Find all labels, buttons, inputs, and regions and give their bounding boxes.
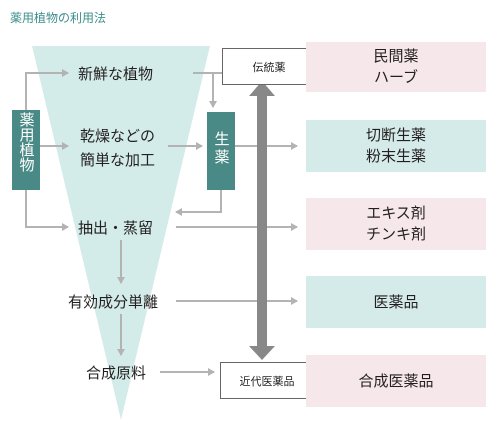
double-arrow xyxy=(249,81,275,360)
step-fresh: 新鮮な植物 xyxy=(78,65,154,83)
source-box xyxy=(12,110,40,190)
output-line2: ハーブ xyxy=(373,68,419,86)
herbal-label: 生薬 xyxy=(207,131,235,167)
source-label: 薬用植物 xyxy=(12,112,40,172)
output-line1: 民間薬 xyxy=(373,47,419,65)
modern-medicine-label: 近代医薬品 xyxy=(239,374,295,388)
step-synth: 合成原料 xyxy=(86,364,147,382)
output-line1: 医薬品 xyxy=(373,292,419,311)
herbal-to-extract xyxy=(175,190,222,216)
output-cut-powder: 切断生薬 粉末生薬 xyxy=(306,120,486,172)
output-line2: 粉末生薬 xyxy=(365,147,426,165)
source-connectors xyxy=(25,69,69,231)
extract-connectors xyxy=(117,223,298,284)
output-synthetic-pharmaceutical: 合成医薬品 xyxy=(306,355,486,407)
step-extract: 抽出・蒸留 xyxy=(78,217,154,238)
output-line1: 合成医薬品 xyxy=(358,371,434,390)
output-line2: チンキ剤 xyxy=(365,225,426,243)
traditional-medicine-box: 伝統薬 xyxy=(222,48,316,85)
step-dried-line1: 乾燥などの xyxy=(80,127,156,145)
source-label-text: 薬用植物 xyxy=(17,112,36,172)
herbal-box xyxy=(207,112,235,190)
output-folk-medicine: 民間薬 ハーブ xyxy=(306,42,486,92)
diagram-title: 薬用植物の利用法 xyxy=(10,11,107,25)
herbal-label-text: 生薬 xyxy=(212,131,231,167)
output-line1: エキス剤 xyxy=(366,204,426,222)
modern-medicine-box: 近代医薬品 xyxy=(220,362,314,399)
step-isolate: 有効成分単離 xyxy=(68,293,159,311)
output-pharmaceutical: 医薬品 xyxy=(306,276,486,328)
output-line1: 切断生薬 xyxy=(365,126,426,144)
output-extract-tincture: エキス剤 チンキ剤 xyxy=(306,198,486,250)
step-dried-line2: 簡単な加工 xyxy=(80,151,156,169)
traditional-medicine-label: 伝統薬 xyxy=(252,60,286,74)
isolate-connectors xyxy=(117,297,298,356)
